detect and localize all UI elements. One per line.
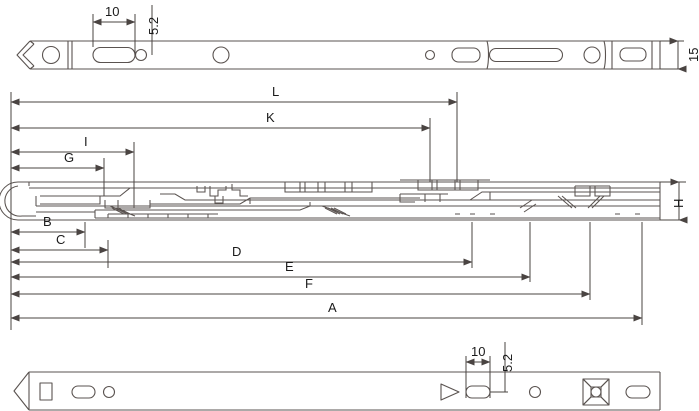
side-profile-view	[0, 179, 661, 221]
dim-label-I: I	[84, 134, 88, 149]
dim-label-D: D	[232, 244, 242, 259]
top-view	[16, 40, 661, 70]
bottom-view	[13, 371, 661, 411]
top-view-dimensions	[92, 5, 687, 73]
middle-view-dimensions	[10, 92, 688, 330]
dim-label-A: A	[328, 300, 337, 315]
dim-label-F: F	[305, 276, 313, 291]
dim-label-L: L	[272, 84, 280, 99]
bottom-view-dimensions	[465, 342, 508, 398]
dim-label-15-top: 15	[686, 47, 699, 62]
dim-label-10-top: 10	[105, 4, 120, 19]
dim-label-E: E	[285, 259, 294, 274]
dim-label-H: H	[671, 198, 686, 208]
dim-label-C: C	[56, 232, 66, 247]
dim-label-5-2-top: 5.2	[146, 16, 161, 35]
dim-label-B: B	[43, 214, 52, 229]
dim-label-5-2-bottom: 5.2	[500, 353, 515, 372]
dim-label-K: K	[266, 110, 275, 125]
dim-label-10-bottom: 10	[471, 344, 486, 359]
dim-label-G: G	[64, 150, 75, 165]
